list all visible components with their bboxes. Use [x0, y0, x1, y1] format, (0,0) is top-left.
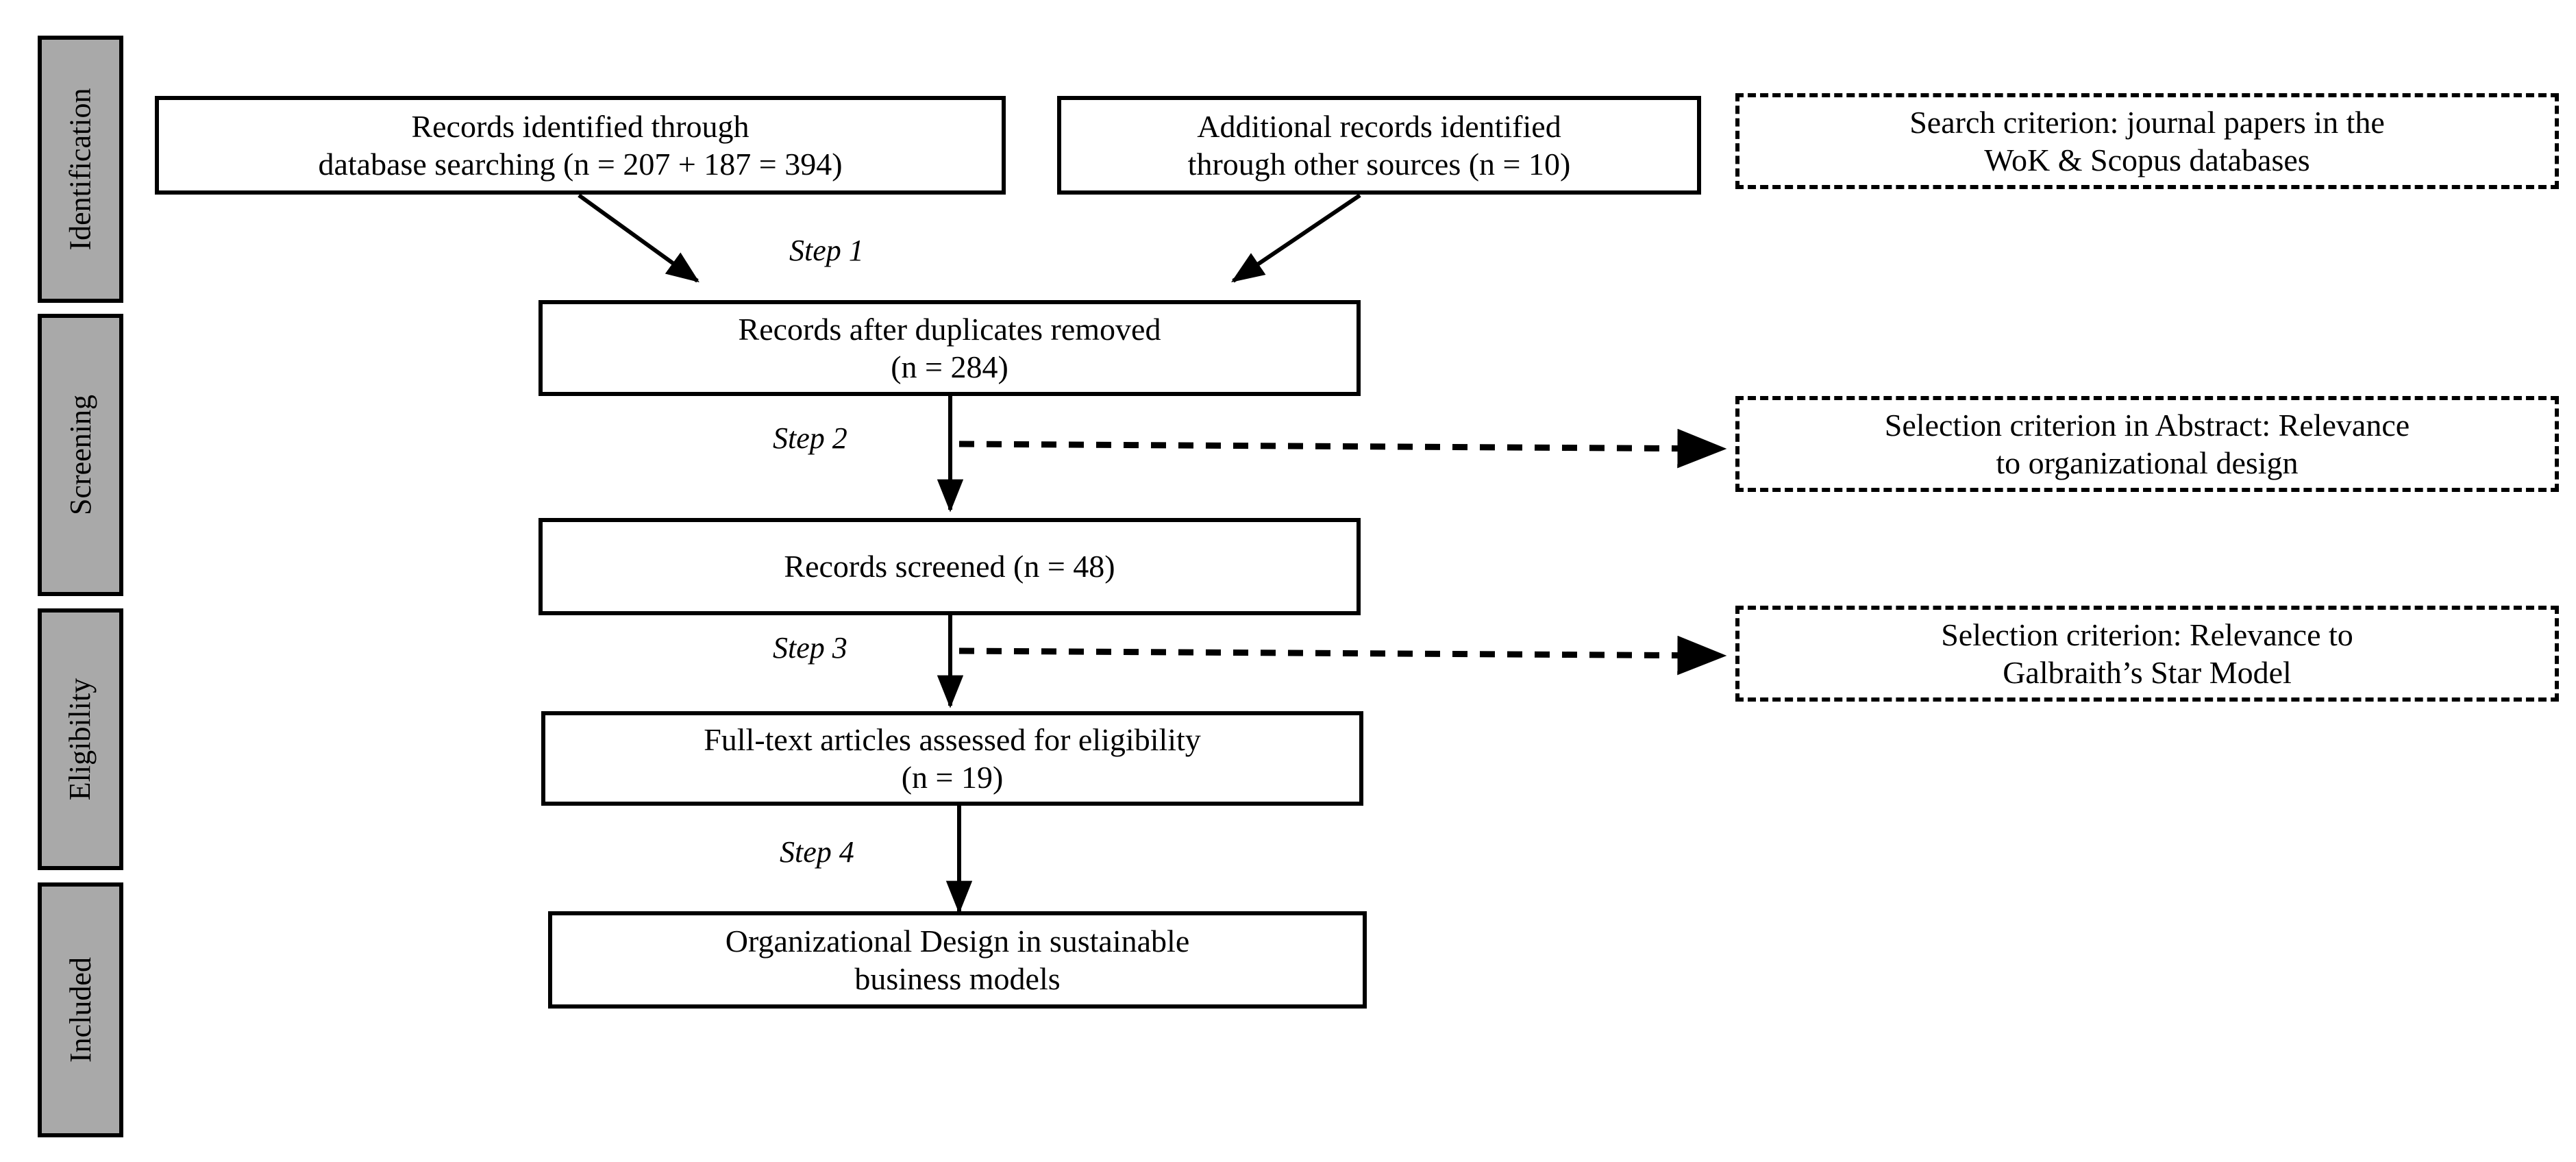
- stage-identification-label: Identification: [63, 88, 97, 251]
- box-additional-records-line1: Additional records identified: [1197, 108, 1561, 144]
- stage-eligibility: Eligibility: [38, 608, 123, 870]
- stage-screening-label: Screening: [63, 395, 97, 515]
- box-records-screened-line1: Records screened (n = 48): [784, 549, 1115, 584]
- step-4-label: Step 4: [780, 835, 854, 869]
- criterion-abstract-text: Selection criterion in Abstract: Relevan…: [1885, 406, 2410, 482]
- box-duplicates-removed-line2: (n = 284): [891, 349, 1008, 384]
- stage-identification: Identification: [38, 36, 123, 303]
- criterion-search-line1: Search criterion: journal papers in the: [1909, 104, 2385, 140]
- box-records-identified-line1: Records identified through: [411, 108, 750, 144]
- box-duplicates-removed-line1: Records after duplicates removed: [738, 311, 1161, 347]
- box-full-text-assessed-line1: Full-text articles assessed for eligibil…: [704, 721, 1201, 757]
- stage-included: Included: [38, 882, 123, 1137]
- box-duplicates-removed-text: Records after duplicates removed(n = 284…: [739, 310, 1161, 386]
- box-records-screened-text: Records screened (n = 48): [784, 547, 1115, 585]
- stage-eligibility-label: Eligibility: [63, 678, 97, 801]
- criterion-abstract-line1: Selection criterion in Abstract: Relevan…: [1884, 407, 2410, 443]
- box-full-text-assessed-line2: (n = 19): [901, 760, 1004, 795]
- criterion-abstract-line2: to organizational design: [1996, 445, 2299, 480]
- criterion-star-model-line1: Selection criterion: Relevance to: [1941, 617, 2353, 652]
- box-full-text-assessed: Full-text articles assessed for eligibil…: [541, 711, 1363, 806]
- arrow-additional-records-to-duplicates: [1231, 193, 1361, 283]
- dashed-arrow-to-abstract-criterion: [958, 428, 1727, 469]
- criterion-star-model-line2: Galbraith’s Star Model: [2003, 655, 2292, 690]
- step-2-label: Step 2: [773, 421, 847, 455]
- dashed-arrow-to-star-model-criterion: [958, 635, 1727, 676]
- box-records-identified-line2: database searching (n = 207 + 187 = 394): [318, 147, 843, 182]
- box-additional-records-line2: through other sources (n = 10): [1187, 147, 1571, 182]
- box-full-text-assessed-text: Full-text articles assessed for eligibil…: [704, 721, 1201, 796]
- criterion-abstract: Selection criterion in Abstract: Relevan…: [1735, 396, 2559, 492]
- criterion-search-line2: WoK & Scopus databases: [1984, 143, 2310, 177]
- stage-included-label: Included: [63, 957, 97, 1063]
- box-records-screened: Records screened (n = 48): [538, 518, 1361, 615]
- box-duplicates-removed: Records after duplicates removed(n = 284…: [538, 300, 1361, 396]
- stage-screening: Screening: [38, 314, 123, 596]
- box-final-result-line2: business models: [854, 961, 1061, 996]
- box-final-result-line1: Organizational Design in sustainable: [725, 923, 1190, 959]
- step-3-label: Step 3: [773, 631, 847, 665]
- step-1-label: Step 1: [789, 234, 864, 267]
- arrow-records-identified-to-duplicates: [578, 193, 699, 283]
